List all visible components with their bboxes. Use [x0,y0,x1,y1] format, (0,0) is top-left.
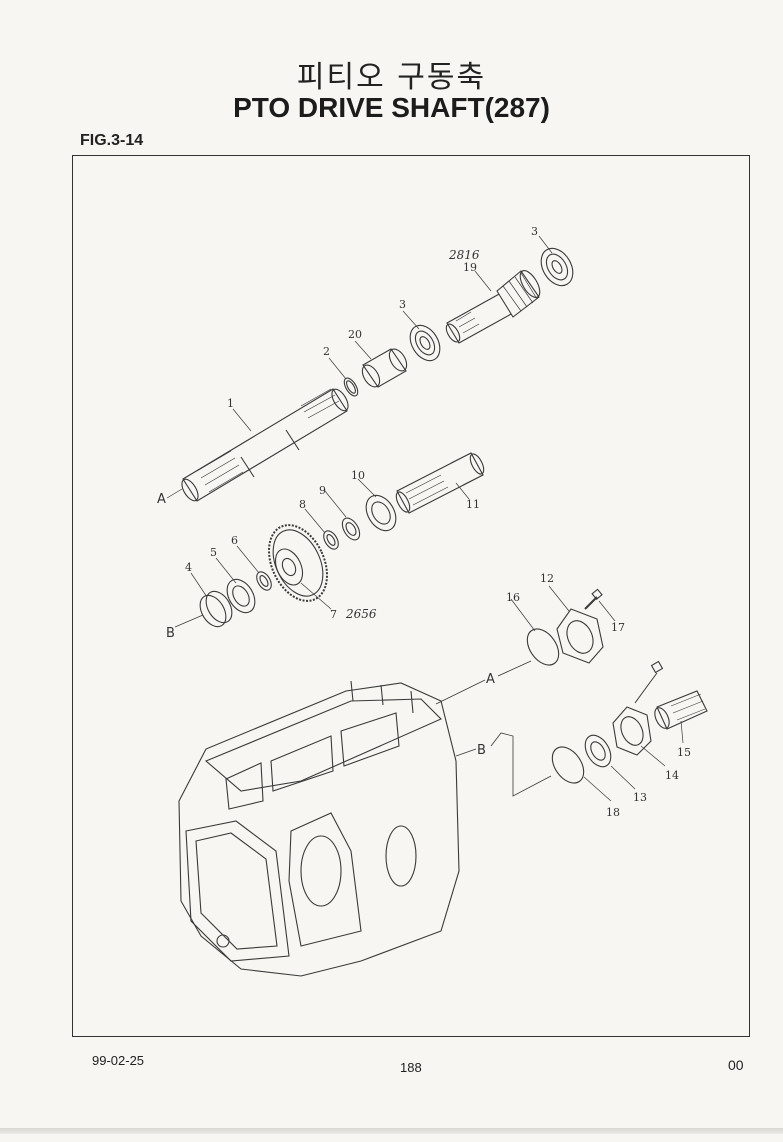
part-label: 14 [665,769,679,782]
part-label: 7 [330,608,337,621]
output-shaft-part [395,452,485,514]
page-title-korean: 피티오 구동축 [296,60,487,95]
part-label: 8 [299,498,306,511]
flange-cover-part [612,660,664,756]
handwritten-note: 2816 [448,248,480,262]
gear-bearing-part [226,578,256,614]
part-label: 9 [319,484,326,497]
revision-number: 00 [728,1057,744,1073]
part-label: 5 [210,546,217,559]
page-number: 188 [400,1060,422,1075]
part-label: 19 [463,261,477,274]
spacer-ring-part [256,571,272,591]
part-label: 20 [348,328,362,341]
part-label: 4 [185,561,192,574]
part-label: 18 [606,806,620,819]
part-label: 11 [466,498,480,511]
oil-seal-part [584,734,612,768]
ball-bearing-part [409,324,441,362]
part-label: 6 [231,534,238,547]
figure-label: FIG.3-14 [80,132,144,149]
sleeve-part [654,690,708,730]
part-label: 10 [351,469,365,482]
part-label: 3 [399,298,406,311]
exploded-parts-diagram: 1 2 20 3 19 3 10 9 8 11 6 5 4 7 16 12 17… [157,225,708,977]
part-label: 1 [227,397,234,410]
top-bearing-part [540,247,574,287]
seal-ring-part [551,746,585,784]
cover-plate-part [556,608,604,664]
lock-nut-part [341,517,361,541]
part-label: 13 [633,791,647,804]
large-gear-part [267,524,329,602]
scan-edge [0,1128,783,1134]
transmission-housing [178,680,460,977]
part-label: 3 [531,225,538,238]
needle-bearing-part [361,348,408,388]
ref-label-a: A [486,672,495,687]
footer-date: 99-02-25 [92,1053,145,1068]
ref-label-a: A [157,492,166,507]
bolt-part [584,588,603,610]
washer-part [323,530,339,550]
part-label: 12 [540,572,554,585]
handwritten-note: 2656 [345,607,377,621]
shaft-bearing-part [365,494,397,532]
part-label: 16 [506,591,520,604]
o-ring-part [526,628,560,666]
ref-label-b: B [477,743,486,758]
collar-part [199,590,233,628]
part-label: 2 [323,345,330,358]
part-label: 15 [677,746,691,759]
part-label: 17 [611,621,625,634]
ref-label-b: B [166,626,175,641]
page-title: PTO DRIVE SHAFT(287) [233,92,550,123]
gear-shaft-part [445,270,541,344]
main-shaft-part [181,388,349,502]
diagram-frame: 1 2 20 3 19 3 10 9 8 11 6 5 4 7 16 12 17… [72,155,750,1037]
